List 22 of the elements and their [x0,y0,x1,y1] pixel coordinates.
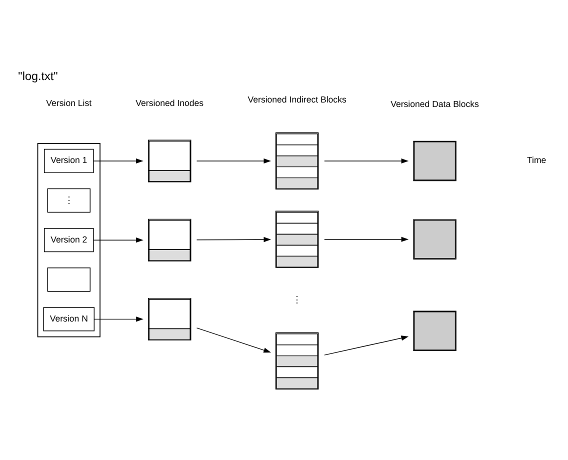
arrow [196,158,272,164]
arrow [93,238,144,243]
arrow [324,236,409,242]
cluster [37,142,100,338]
node-box: Version 1 [44,148,94,174]
label: Versioned Inodes [136,98,204,108]
arrow [93,158,144,164]
node-box: ⋮ [47,188,90,213]
arrow [94,316,144,322]
arrow [196,236,272,242]
label: Version List [46,98,92,108]
arrow [324,158,409,164]
label: Versioned Indirect Blocks [248,94,346,104]
arrow [324,336,409,356]
label: ⋮ [292,294,302,304]
node-box: Version N [43,307,95,332]
node-box: Version 2 [44,228,94,252]
label: Time [527,155,546,166]
arrow [196,328,272,353]
diagram-title: "log.txt" [18,70,58,84]
label: Versioned Data Blocks [390,98,479,109]
node-box [47,268,90,292]
